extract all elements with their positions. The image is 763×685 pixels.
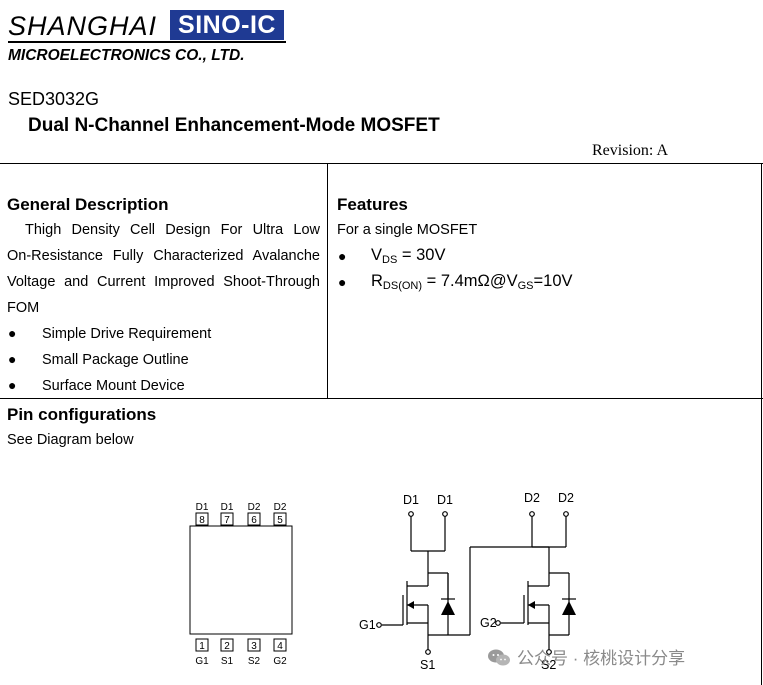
pin-number: 7 bbox=[224, 515, 230, 526]
schematic-label: D1 bbox=[437, 493, 453, 507]
bullet-icon: ● bbox=[8, 325, 17, 341]
watermark: 公众号 · 核桃设计分享 bbox=[487, 644, 685, 669]
pin-label: S1 bbox=[221, 656, 234, 667]
pin-number: 8 bbox=[199, 515, 205, 526]
bullet-icon: ● bbox=[338, 274, 347, 290]
part-number: SED3032G bbox=[8, 89, 100, 109]
bullet-icon: ● bbox=[8, 351, 17, 367]
description-bullet: Simple Drive Requirement bbox=[42, 326, 212, 342]
features-intro: For a single MOSFET bbox=[337, 222, 478, 238]
table-column-divider bbox=[327, 163, 328, 399]
description-bullet: Surface Mount Device bbox=[42, 378, 185, 394]
pin-number: 1 bbox=[199, 641, 205, 652]
schematic-label: G1 bbox=[359, 618, 376, 632]
pin-label: G1 bbox=[195, 656, 209, 667]
schematic-label: S1 bbox=[420, 658, 435, 672]
watermark-text: 公众号 · 核桃设计分享 bbox=[517, 649, 686, 668]
pin-number: 3 bbox=[251, 641, 257, 652]
schematic-label: D2 bbox=[524, 491, 540, 505]
pin-label: D1 bbox=[221, 502, 234, 513]
pin-config-heading: Pin configurations bbox=[7, 405, 157, 424]
pin-label: D2 bbox=[248, 502, 261, 513]
pin-number: 2 bbox=[224, 641, 230, 652]
logo-underline bbox=[8, 41, 286, 43]
bullet-icon: ● bbox=[8, 377, 17, 393]
brand-logo: SINO-IC bbox=[170, 10, 284, 40]
pin-number: 6 bbox=[251, 515, 257, 526]
wechat-icon bbox=[488, 649, 510, 666]
bullet-icon: ● bbox=[338, 248, 347, 264]
general-description-heading: General Description bbox=[7, 195, 169, 214]
schematic-label: D1 bbox=[403, 493, 419, 507]
document-title: Dual N-Channel Enhancement-Mode MOSFET bbox=[28, 115, 440, 136]
pin-number: 5 bbox=[277, 515, 283, 526]
pin-config-text: See Diagram below bbox=[7, 432, 134, 448]
description-bullet: Small Package Outline bbox=[42, 352, 189, 368]
feature-vds: VDS = 30V bbox=[371, 246, 446, 266]
feature-rds: RDS(ON) = 7.4mΩ@VGS=10V bbox=[371, 272, 573, 292]
company-subtitle: MICROELECTRONICS CO., LTD. bbox=[8, 47, 245, 64]
pin-label: G2 bbox=[273, 656, 287, 667]
company-name: SHANGHAI bbox=[8, 11, 158, 41]
table-right-border bbox=[761, 163, 762, 685]
description-line: On-Resistance Fully Characterized Avalan… bbox=[7, 248, 320, 264]
package-diagram: D1 D1 D2 D2 8 7 6 5 1 2 3 4 G1 S1 S2 G2 bbox=[189, 502, 293, 667]
pin-label: D1 bbox=[196, 502, 209, 513]
revision: Revision: A bbox=[592, 142, 669, 159]
schematic-label: G2 bbox=[480, 616, 497, 630]
pin-label: S2 bbox=[248, 656, 261, 667]
description-line: Thigh Density Cell Design For Ultra Low bbox=[25, 222, 320, 238]
description-line: FOM bbox=[7, 300, 40, 316]
pin-label: D2 bbox=[274, 502, 287, 513]
table-row-divider bbox=[0, 398, 763, 399]
schematic-diagram: D1 D1 D2 D2 G1 G2 S1 S2 bbox=[359, 491, 576, 672]
pin-number: 4 bbox=[277, 641, 283, 652]
schematic-label: S2 bbox=[541, 658, 556, 672]
features-heading: Features bbox=[337, 195, 408, 214]
description-line: Voltage and Current Improved Shoot-Throu… bbox=[7, 274, 320, 290]
schematic-label: D2 bbox=[558, 491, 574, 505]
table-top-border bbox=[0, 163, 763, 164]
